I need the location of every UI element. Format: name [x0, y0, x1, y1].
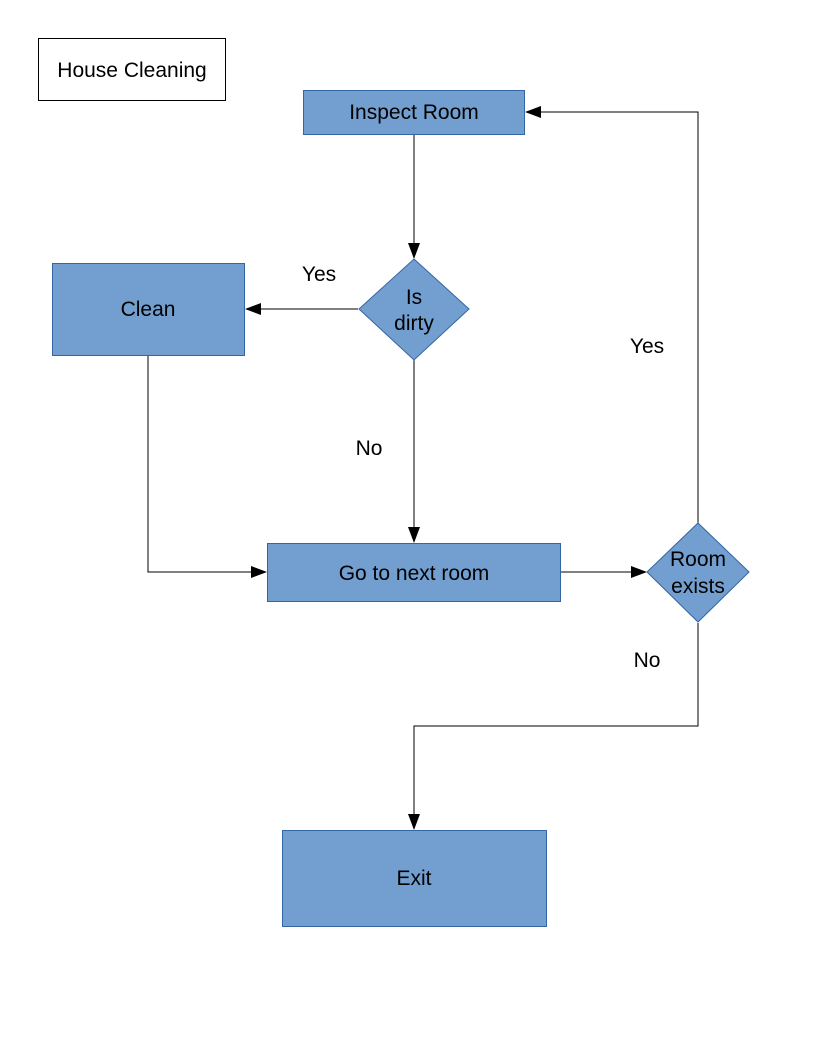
- node-is-dirty-label-line1: Is: [406, 286, 422, 309]
- diagram-title: House Cleaning: [57, 59, 206, 82]
- node-room-exists-label-line1: Room: [670, 548, 726, 571]
- edge-label-exists-yes: Yes: [630, 335, 664, 358]
- title-box: [38, 38, 226, 101]
- edge-label-dirty-no: No: [356, 437, 383, 460]
- node-clean-label: Clean: [121, 298, 176, 321]
- node-clean: [52, 263, 245, 356]
- node-exit-label: Exit: [396, 867, 431, 890]
- edge-exists-to-inspect: [525, 106, 699, 523]
- edge-label-dirty-yes: Yes: [302, 263, 336, 286]
- node-inspect-room: [303, 90, 525, 135]
- node-is-dirty-label-line2: dirty: [394, 312, 434, 335]
- edge-label-exists-no: No: [634, 649, 661, 672]
- node-room-exists: [646, 522, 750, 623]
- node-is-dirty: [358, 258, 470, 361]
- node-room-exists-label-line2: exists: [671, 575, 725, 598]
- node-inspect-room-label: Inspect Room: [349, 101, 479, 124]
- edge-exists-to-exit: [408, 623, 699, 830]
- edge-clean-to-next: [147, 355, 267, 578]
- node-exit: [282, 830, 547, 927]
- node-go-to-next-room: [267, 543, 561, 602]
- node-go-to-next-room-label: Go to next room: [339, 562, 490, 585]
